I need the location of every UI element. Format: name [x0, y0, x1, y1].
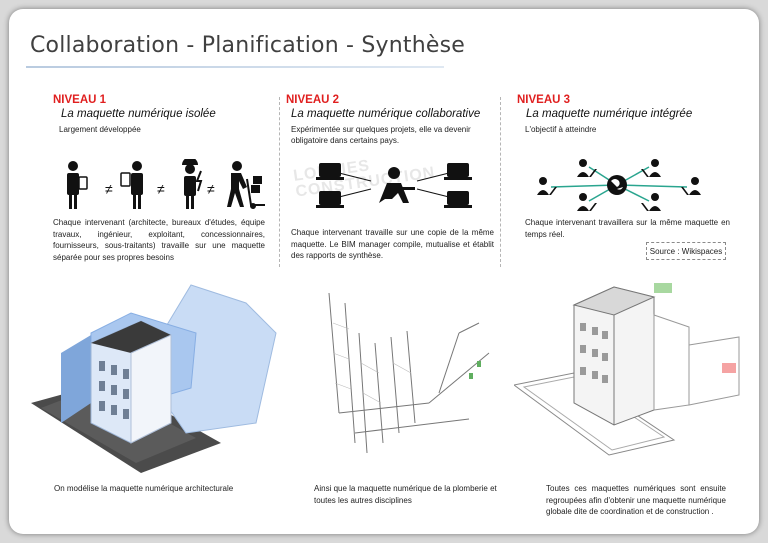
person-icon — [67, 161, 88, 209]
architectural-model-illustration — [31, 284, 277, 473]
bim-manager-icon — [379, 167, 415, 203]
level3-subtitle: La maquette numérique intégrée — [526, 108, 693, 120]
title-underline — [26, 66, 444, 68]
source-label: Source : Wikispaces — [646, 242, 726, 260]
level1-description: Chaque intervenant (architecte, bureaux … — [53, 218, 265, 262]
level2-label: NIVEAU 2 — [286, 94, 340, 106]
level2-frame — [279, 97, 501, 267]
level1-subtitle: La maquette numérique isolée — [61, 108, 216, 120]
level1-actors-diagram — [67, 159, 265, 209]
level3-caption: Toutes ces maquettes numériques sont ens… — [546, 484, 726, 516]
coordination-model-illustration — [514, 283, 740, 456]
globe-icon — [607, 175, 627, 195]
level2-description: Chaque intervenant travaille sur une cop… — [291, 228, 494, 260]
not-equal-sign: ≠ — [157, 181, 165, 197]
level2-caption: Ainsi que la maquette numérique de la pl… — [314, 484, 497, 505]
computer-icon — [316, 163, 472, 208]
level2-subtitle: La maquette numérique collaborative — [291, 108, 481, 120]
level3-network-diagram — [537, 159, 701, 211]
plumbing-model-illustration — [328, 293, 490, 454]
engineer-icon — [182, 159, 203, 209]
user-at-laptop-icon — [537, 159, 701, 211]
level1-caption: On modélise la maquette numérique archit… — [54, 484, 234, 493]
worker-hand-truck-icon — [227, 161, 265, 209]
level3-note: L'objectif à atteindre — [525, 125, 597, 134]
level3-description: Chaque intervenant travaillera sur la mê… — [525, 218, 730, 239]
level3-label: NIVEAU 3 — [517, 94, 571, 106]
level2-note: Expérimentée sur quelques projets, elle … — [291, 125, 471, 145]
page-title: Collaboration - Planification - Synthèse — [30, 33, 465, 58]
level2-bim-manager-diagram — [316, 163, 472, 208]
not-equal-sign: ≠ — [105, 181, 113, 197]
not-equal-sign: ≠ — [207, 181, 215, 197]
level1-label: NIVEAU 1 — [53, 94, 107, 106]
person-icon — [120, 161, 143, 209]
slide: Collaboration - Planification - Synthèse… — [9, 9, 759, 534]
level1-note: Largement développée — [59, 125, 141, 134]
